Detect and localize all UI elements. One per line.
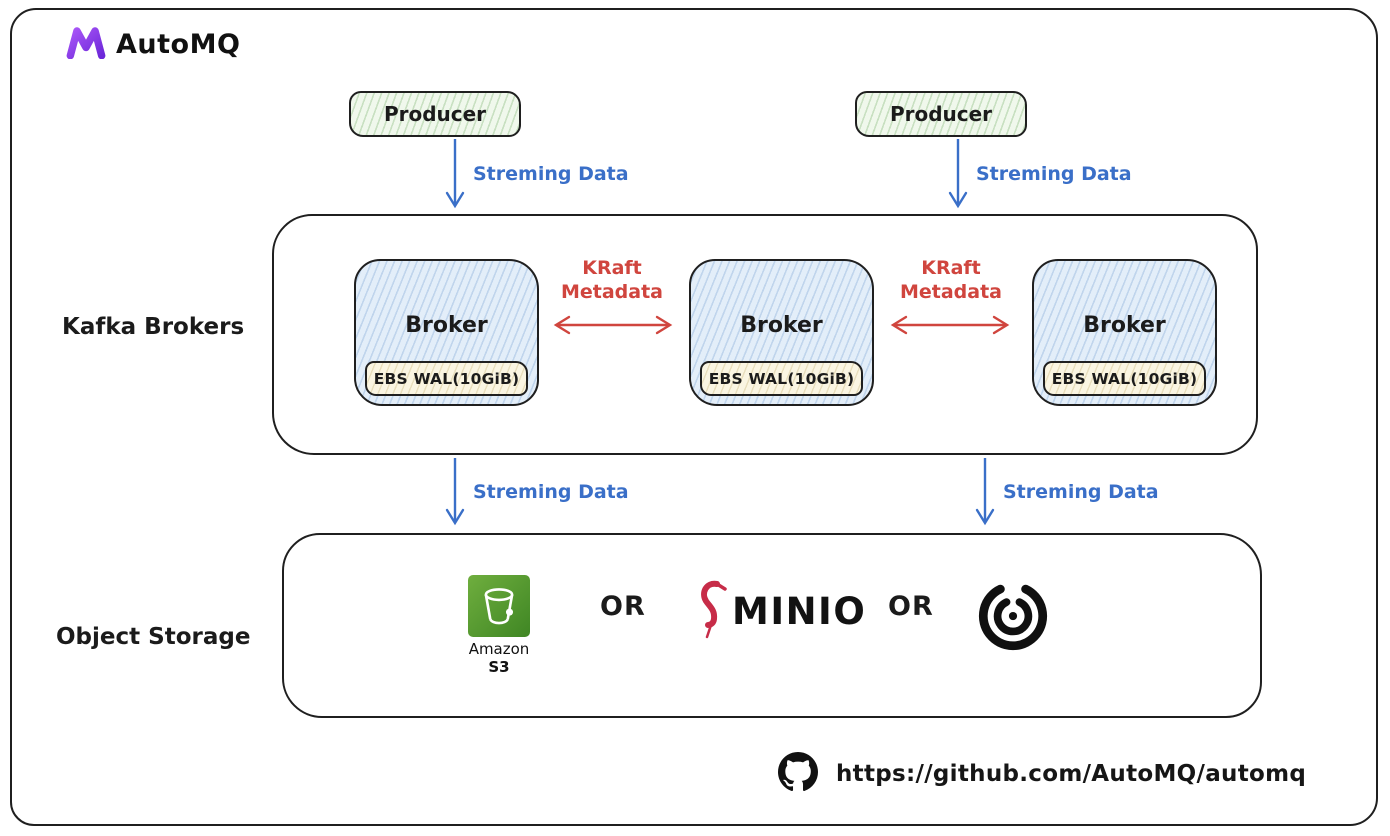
producer-node-right: Producer bbox=[855, 91, 1027, 137]
broker-node-2: Broker EBS WAL(10GiB) bbox=[689, 259, 874, 406]
or-label-1: OR bbox=[600, 591, 646, 622]
kafka-brokers-container: Broker EBS WAL(10GiB) Broker EBS WAL(10G… bbox=[272, 214, 1258, 455]
minio-wordmark: MINIO bbox=[732, 589, 867, 633]
broker-label: Broker bbox=[740, 313, 823, 338]
streaming-data-label-bottom-right: Streming Data bbox=[1003, 481, 1159, 503]
ebs-wal-badge: EBS WAL(10GiB) bbox=[365, 361, 528, 396]
broker-node-1: Broker EBS WAL(10GiB) bbox=[354, 259, 539, 406]
object-storage-container: Amazon S3 OR MINIO OR bbox=[282, 533, 1262, 718]
double-arrow-icon bbox=[543, 314, 683, 340]
or-label-2: OR bbox=[888, 591, 934, 622]
s3-caption-s3: S3 bbox=[488, 658, 510, 676]
automq-logo-text: AutoMQ bbox=[116, 29, 241, 60]
broker-label: Broker bbox=[1083, 313, 1166, 338]
automq-logo: AutoMQ bbox=[66, 26, 240, 63]
producer-label: Producer bbox=[383, 102, 487, 126]
github-footer: https://github.com/AutoMQ/automq bbox=[778, 752, 1306, 796]
minio-flamingo-icon bbox=[696, 579, 730, 643]
producer-node-left: Producer bbox=[349, 91, 521, 137]
amazon-s3-logo: Amazon S3 bbox=[465, 575, 533, 676]
kafka-brokers-label: Kafka Brokers bbox=[62, 314, 245, 340]
kraft-metadata-label-left: KRaft Metadata bbox=[560, 257, 664, 303]
ebs-wal-badge: EBS WAL(10GiB) bbox=[1043, 361, 1206, 396]
broker-label: Broker bbox=[405, 313, 488, 338]
kraft-metadata-label-right: KRaft Metadata bbox=[899, 257, 1003, 303]
double-arrow-icon bbox=[880, 314, 1020, 340]
streaming-data-label-top-left: Streming Data bbox=[473, 163, 629, 185]
s3-bucket-icon bbox=[468, 575, 530, 637]
s3-caption-amazon: Amazon bbox=[468, 640, 530, 658]
object-storage-label: Object Storage bbox=[56, 624, 251, 650]
broker-node-3: Broker EBS WAL(10GiB) bbox=[1032, 259, 1217, 406]
github-icon bbox=[778, 752, 818, 796]
minio-logo: MINIO bbox=[696, 579, 866, 643]
down-arrow-icon bbox=[443, 456, 467, 530]
automq-m-icon bbox=[66, 26, 106, 63]
streaming-data-label-top-right: Streming Data bbox=[976, 163, 1132, 185]
producer-label: Producer bbox=[889, 102, 993, 126]
ebs-wal-badge: EBS WAL(10GiB) bbox=[700, 361, 863, 396]
streaming-data-label-bottom-left: Streming Data bbox=[473, 481, 629, 503]
down-arrow-icon bbox=[443, 137, 467, 213]
down-arrow-icon bbox=[973, 456, 997, 530]
outer-frame bbox=[10, 8, 1378, 826]
down-arrow-icon bbox=[946, 137, 970, 213]
github-url: https://github.com/AutoMQ/automq bbox=[836, 761, 1307, 787]
ceph-icon bbox=[972, 573, 1054, 659]
